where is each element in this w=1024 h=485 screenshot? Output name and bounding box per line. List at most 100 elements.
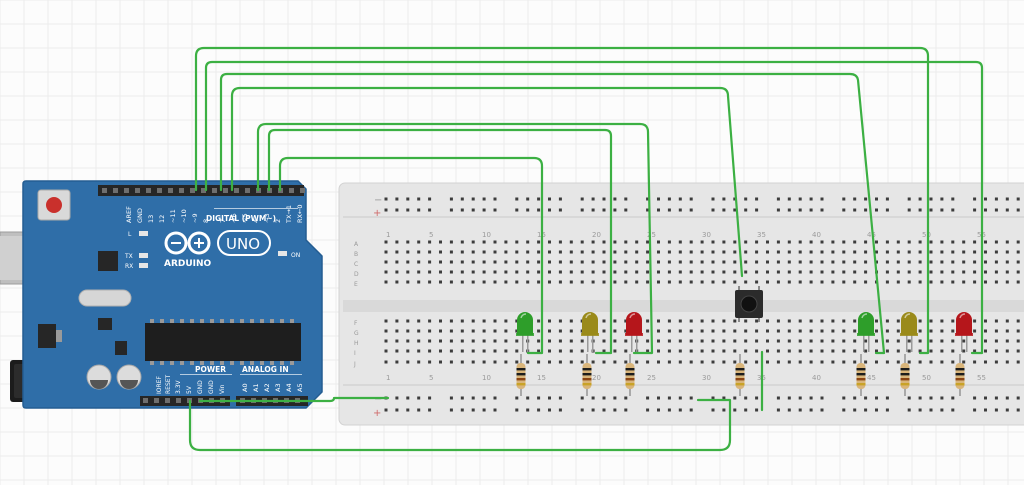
breadboard-hole [722, 260, 726, 264]
resistor-band [955, 373, 965, 376]
header-pin [190, 188, 195, 193]
row-letter-j: J [353, 361, 356, 368]
breadboard-hole [842, 250, 846, 254]
resistor-7[interactable] [955, 354, 965, 396]
arduino-uno-board[interactable]: AREF GND 13 12 ~11 ~10 ~9 8 7 ~6 ~5 4 ~3… [22, 180, 323, 409]
breadboard-hole [635, 360, 639, 364]
wire-pin6-button[interactable] [230, 86, 744, 278]
rail-hole [417, 408, 421, 412]
breadboard-hole [526, 240, 530, 244]
rail-hole [591, 396, 595, 400]
col-num-bottom-30: 30 [702, 374, 711, 382]
red-led-1[interactable] [625, 312, 643, 352]
red-led-2[interactable] [955, 312, 973, 352]
breadboard-hole [537, 240, 541, 244]
breadboard-hole [526, 250, 530, 254]
wire-pin2-green-led-left[interactable] [278, 156, 544, 355]
breadboard-hole [678, 280, 682, 284]
breadboard-hole [864, 280, 868, 284]
breadboard-hole [951, 270, 955, 274]
breadboard-hole [384, 339, 388, 343]
breadboard-hole [460, 270, 464, 274]
breadboard-bottom-rail-divider [343, 384, 1024, 386]
rail-hole [776, 396, 780, 400]
breadboard-hole [689, 260, 693, 264]
chip-pin [250, 319, 254, 323]
breadboard-hole [667, 329, 671, 333]
breadboard[interactable]: − + − + 1 5 10 15 20 25 30 35 40 45 50 5… [338, 182, 1024, 426]
breadboard-hole [678, 360, 682, 364]
breadboard-hole [635, 280, 639, 284]
pin-label-gnd-2: GND [208, 380, 215, 394]
breadboard-hole [548, 339, 551, 343]
green-led-2[interactable] [857, 312, 875, 352]
breadboard-hole [798, 250, 802, 254]
breadboard-hole [973, 270, 977, 274]
breadboard-hole [657, 270, 660, 274]
breadboard-hole [994, 240, 998, 244]
breadboard-hole [395, 329, 399, 333]
rail-hole [711, 208, 715, 212]
resistor-1[interactable] [516, 354, 526, 396]
on-led-label: ON [291, 252, 300, 259]
rail-hole [613, 208, 617, 212]
rail-hole [711, 197, 715, 201]
breadboard-hole [580, 250, 584, 254]
breadboard-hole [722, 319, 726, 323]
pin-label-4: 4 [252, 219, 260, 223]
rail-hole [515, 408, 519, 412]
breadboard-hole [722, 250, 726, 254]
breadboard-hole [864, 270, 868, 274]
resistor-6[interactable] [900, 354, 910, 396]
row-letter-g: G [354, 330, 359, 337]
resistor-3[interactable] [625, 354, 635, 396]
rail-hole [776, 197, 780, 201]
resistor-5[interactable] [856, 354, 866, 396]
push-button-cap[interactable] [740, 295, 758, 313]
yellow-led-2[interactable] [900, 312, 918, 352]
breadboard-hole [984, 250, 987, 254]
wire-pin3-yellow-led-left[interactable] [267, 128, 613, 355]
chip-pin [250, 361, 254, 365]
breadboard-hole [984, 280, 987, 284]
breadboard-hole [569, 260, 573, 264]
resistor-band [856, 383, 866, 386]
rail-hole [820, 396, 824, 400]
breadboard-hole [537, 339, 541, 343]
breadboard-hole [558, 250, 562, 254]
yellow-led-1[interactable] [581, 312, 599, 352]
breadboard-hole [471, 280, 475, 284]
resistor-band [856, 368, 866, 371]
pin-label-9: ~9 [191, 213, 199, 223]
capacitor-left-stripe [90, 380, 108, 389]
breadboard-hole [613, 250, 617, 254]
rail-hole [1016, 396, 1020, 400]
wire-pin7-green-led-right[interactable] [219, 72, 886, 355]
breadboard-hole [515, 319, 519, 323]
resistor-2[interactable] [582, 354, 592, 396]
wire-pin9-red-led-right[interactable] [194, 46, 930, 355]
wire-pin4-red-led-left[interactable] [256, 122, 654, 355]
push-button[interactable] [735, 286, 763, 322]
rail-hole [482, 408, 486, 412]
rail-hole [449, 208, 453, 212]
reset-button-cap[interactable] [46, 197, 62, 213]
breadboard-hole [602, 329, 606, 333]
breadboard-hole [820, 339, 824, 343]
wire-pin8-red-led-far[interactable] [204, 60, 984, 355]
green-led-1[interactable] [516, 312, 534, 352]
wire-gnd-rail[interactable] [188, 398, 732, 452]
resistor-4[interactable] [735, 354, 745, 396]
breadboard-hole [994, 319, 998, 323]
chip-pin [240, 319, 244, 323]
pin-label-3: ~3 [263, 213, 271, 223]
breadboard-hole [973, 250, 977, 254]
led-rim [955, 333, 973, 336]
rail-hole [667, 197, 671, 201]
chip-pin [230, 361, 234, 365]
breadboard-hole [831, 260, 835, 264]
regulator-tab [56, 330, 62, 342]
pin-label-a4: A4 [285, 383, 293, 392]
wire-5v-rail[interactable] [198, 396, 390, 403]
breadboard-hole [973, 329, 977, 333]
